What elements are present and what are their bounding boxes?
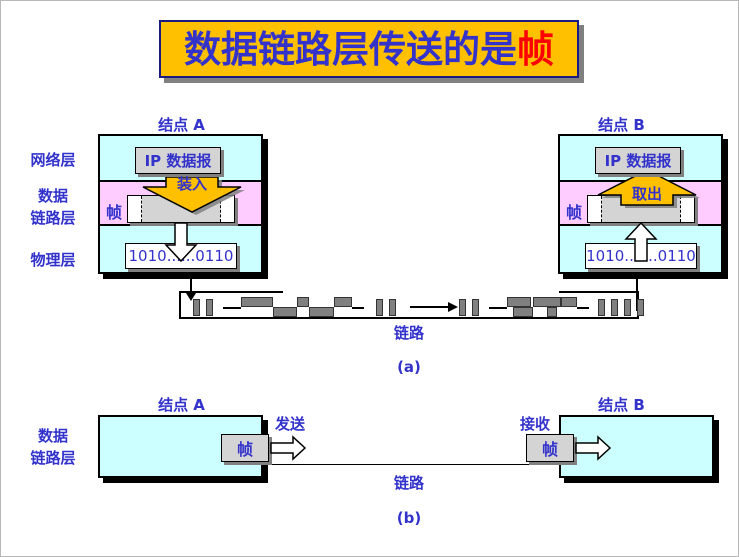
signal-baseline	[577, 307, 589, 309]
node-a-encapsulate-arrow: 装入	[138, 171, 246, 215]
label-b-datalink-line1: 数据	[37, 427, 68, 445]
receive-label: 接收	[519, 415, 550, 433]
signal-pulse-low	[513, 307, 533, 317]
label-b-datalink-line2: 链路层	[30, 449, 76, 467]
caption-b: (b)	[396, 509, 422, 527]
label-physical-layer: 物理层	[30, 251, 76, 269]
signal-pulse-low	[273, 307, 297, 317]
send-label: 发送	[274, 415, 305, 433]
node-a-channel-connector	[190, 279, 192, 293]
send-arrow	[270, 435, 307, 461]
title-accent-text: 帧	[517, 27, 554, 71]
signal-bar	[193, 299, 200, 316]
title-box: 数据链路层传送的是帧	[159, 20, 579, 78]
node-a-transmit-arrow	[164, 222, 198, 263]
signal-pulse-high	[561, 297, 577, 307]
link-label-b: 链路	[393, 474, 424, 492]
node-b-frame-label: 帧	[565, 203, 582, 222]
node-a-title-b: 结点 A	[158, 396, 205, 414]
signal-pulse-high	[507, 297, 531, 307]
signal-pulse-high	[241, 297, 273, 307]
channel-top-left-edge	[179, 291, 283, 293]
node-b-title: 结点 B	[598, 116, 645, 134]
signal-baseline	[489, 307, 507, 309]
channel-top-right-edge	[559, 291, 639, 293]
title-main-text: 数据链路层传送的是	[184, 27, 517, 71]
signal-bar	[389, 299, 396, 316]
signal-bar	[206, 299, 213, 316]
signal-bar	[637, 299, 644, 316]
signal-bar	[459, 299, 466, 316]
signal-pulse-low	[547, 307, 557, 317]
signal-pulse-low	[309, 307, 334, 317]
receive-arrow	[575, 435, 612, 461]
signal-baseline	[352, 307, 364, 309]
signal-bar	[472, 299, 479, 316]
signal-direction-arrow	[410, 300, 458, 314]
node-b-frame-trailer	[680, 196, 694, 222]
node-a-ip-datagram-box: IP 数据报	[135, 147, 221, 174]
link-label-a: 链路	[393, 324, 424, 342]
signal-pulse-high	[334, 297, 352, 307]
frame-box-send: 帧	[221, 434, 269, 462]
signal-bar	[611, 299, 618, 316]
node-a-frame-header	[128, 196, 142, 222]
channel-entry-arrow	[186, 289, 196, 301]
signal-bar	[624, 299, 631, 316]
signal-bar	[598, 299, 605, 316]
node-b-channel-connector	[636, 279, 638, 311]
node-b-receive-arrow	[624, 221, 658, 263]
signal-pulse-high	[533, 297, 561, 307]
node-a-frame-label: 帧	[105, 203, 122, 222]
frame-box-receive: 帧	[526, 434, 574, 462]
node-a-frame-trailer	[220, 196, 234, 222]
caption-a: (a)	[397, 358, 421, 376]
label-datalink-layer-line1: 数据	[37, 187, 68, 205]
signal-baseline	[223, 307, 241, 309]
page-title: 数据链路层传送的是帧	[184, 31, 554, 68]
node-b-frame-header	[588, 196, 602, 222]
node-b-title-b: 结点 B	[598, 396, 645, 414]
signal-pulse-high	[297, 297, 309, 307]
node-b-ip-datagram-box: IP 数据报	[595, 147, 681, 174]
signal-bar	[376, 299, 383, 316]
label-network-layer: 网络层	[30, 151, 76, 169]
link-line-b	[263, 464, 559, 465]
node-a-title: 结点 A	[158, 116, 205, 134]
label-datalink-layer-line2: 链路层	[30, 209, 76, 227]
